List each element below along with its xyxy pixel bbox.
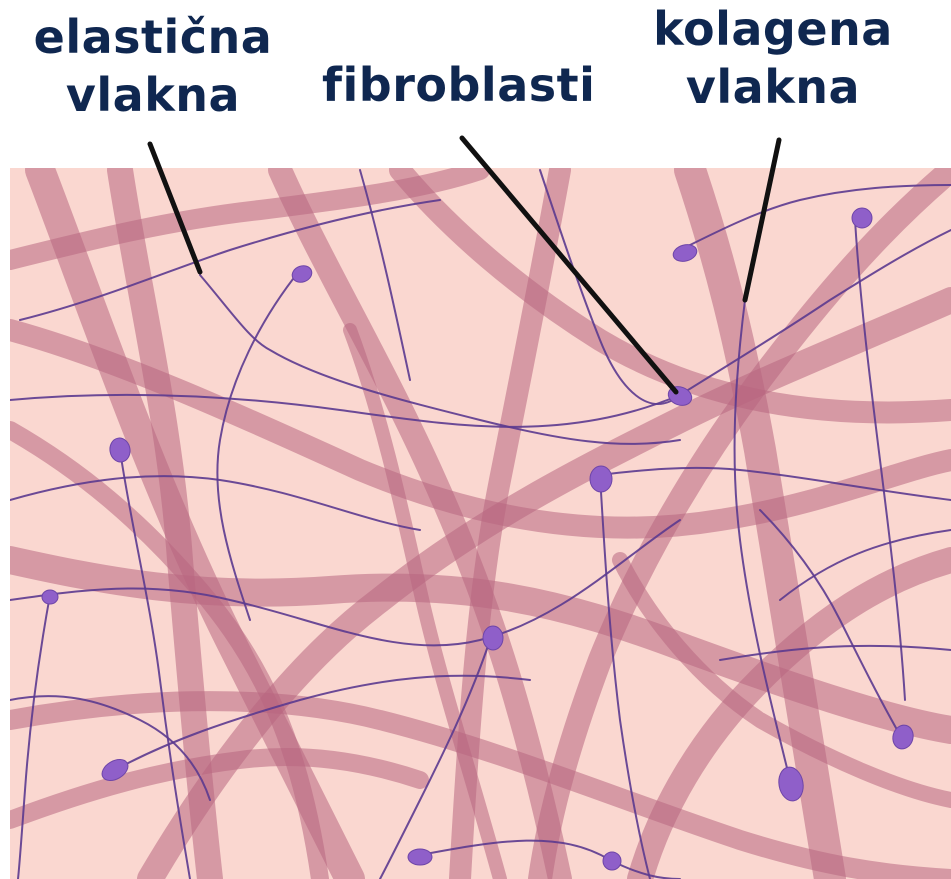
fibroblast-nucleus (42, 590, 58, 604)
elastic-label-line1: elastična (28, 8, 278, 66)
fibroblasts-label-text: fibroblasti (322, 56, 572, 114)
collagen-fibers-label: kolagena vlakna (648, 0, 898, 116)
fibroblast-nucleus (483, 626, 503, 650)
fibroblast-nucleus (852, 208, 872, 228)
elastic-fibers-label: elastična vlakna (28, 8, 278, 124)
fibroblast-nucleus (603, 852, 621, 870)
collagen-label-line1: kolagena (648, 0, 898, 58)
fibroblast-nucleus (408, 849, 432, 865)
fibroblast-nucleus (590, 466, 612, 492)
fibroblasts-label: fibroblasti (322, 56, 572, 114)
collagen-label-line2: vlakna (648, 58, 898, 116)
elastic-label-line2: vlakna (28, 66, 278, 124)
